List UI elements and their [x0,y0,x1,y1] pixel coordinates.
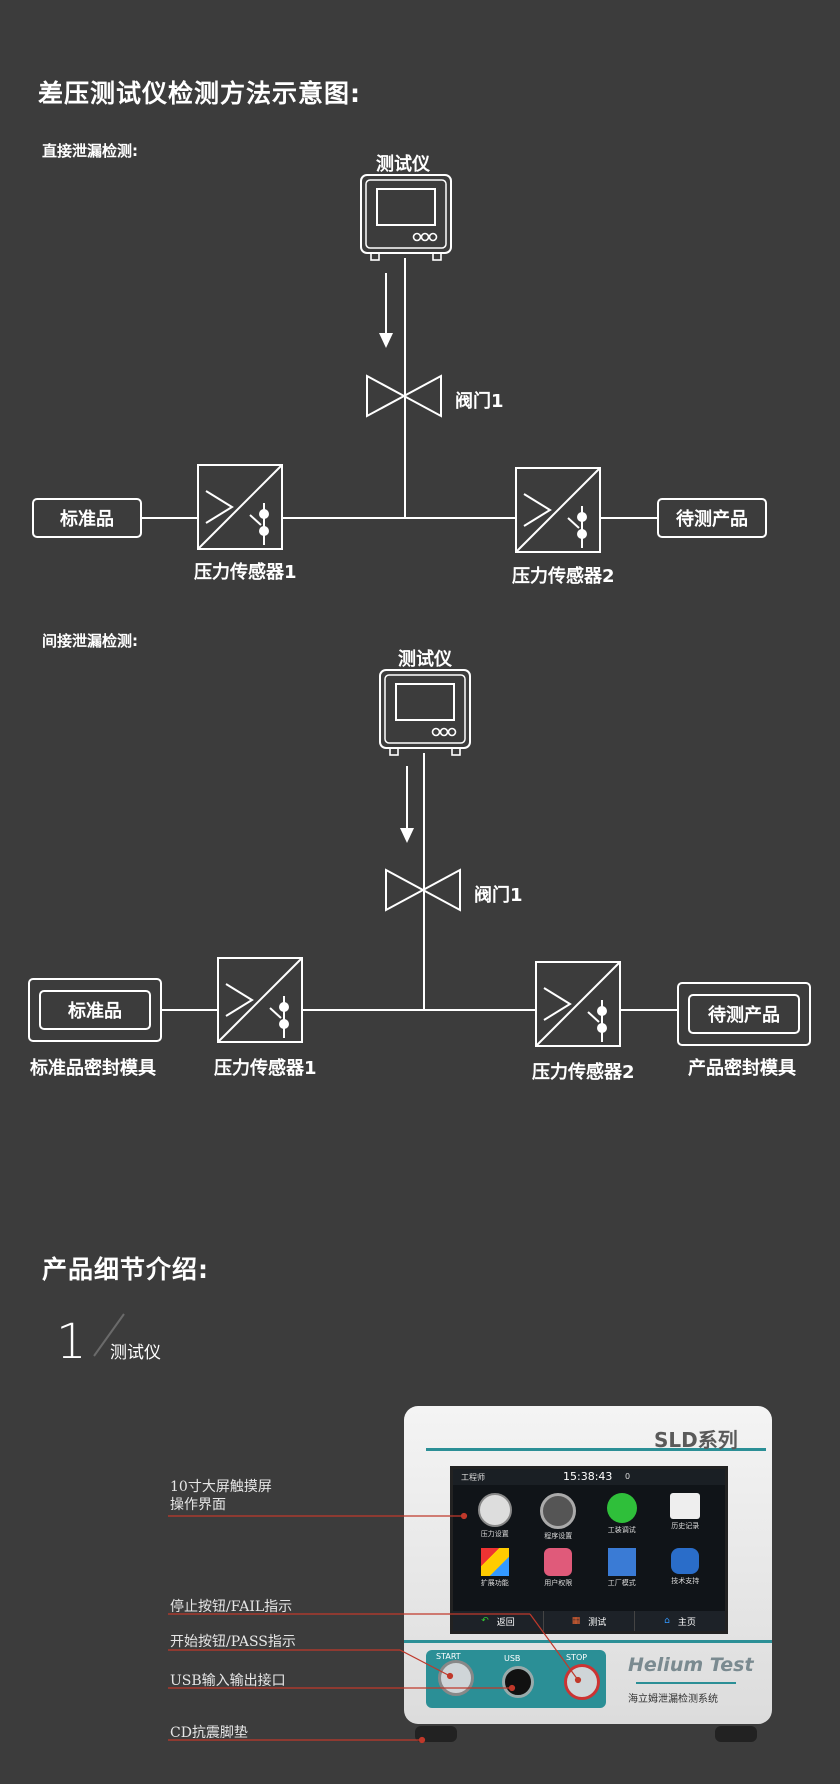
direct-sensor1-label: 压力传感器1 [194,562,297,583]
green-button-icon [606,1493,637,1523]
gear-icon [540,1493,577,1529]
screen-app-support[interactable]: 技术支持 [654,1548,718,1603]
screen-app-label: 历史记录 [671,1522,700,1530]
callout-start-button: 开始按钮/PASS指示 [170,1634,296,1650]
screen-app-users[interactable]: 用户权限 [527,1548,591,1603]
callout-feet: CD抗震脚垫 [170,1725,248,1741]
brand-subtitle: 海立姆泄漏检测系统 [628,1694,718,1705]
screen-status-bar: 工程师 15:38:43 0 [453,1469,725,1485]
screen-app-history[interactable]: 历史记录 [654,1493,718,1548]
chart-icon: ▦ [571,1616,581,1626]
indirect-sensor2-label: 压力传感器2 [532,1062,635,1083]
screen-app-factory[interactable]: 工厂模式 [590,1548,654,1603]
screen-time: 15:38:43 [563,1470,613,1483]
direct-title: 直接泄漏检测: [42,142,138,160]
home-label: 主页 [677,1617,696,1628]
number-slash-decoration [93,1313,125,1357]
home-icon: ⌂ [664,1616,670,1626]
page-heading: 差压测试仪检测方法示意图: [38,79,361,108]
callout-touchscreen: 10寸大屏触摸屏 操作界面 [170,1479,272,1513]
right-foot [715,1726,757,1742]
start-button[interactable] [438,1660,474,1696]
indirect-sensor1-label: 压力传感器1 [214,1058,317,1079]
indirect-standard-box: 标准品 [39,990,151,1030]
screen-bottom-bar: ↶ 返回 ▦ 测试 ⌂ 主页 [453,1611,725,1631]
direct-product-box: 待测产品 [657,498,767,538]
screen-app-pressure[interactable]: 压力设置 [463,1493,527,1548]
screen-icon-grid: 压力设置 程序设置 工装调试 历史记录 扩展功能 用户权限 [463,1493,717,1603]
indirect-standard-mold-label: 标准品密封模具 [30,1058,156,1079]
callout-stop-button: 停止按钮/FAIL指示 [170,1599,293,1615]
screen-counter: 0 [625,1472,631,1481]
screen-app-label: 用户权限 [544,1579,573,1587]
item-title: 测试仪 [110,1343,161,1363]
screen-app-label: 工装调试 [607,1526,636,1534]
indirect-tester-label: 测试仪 [398,649,452,670]
direct-valve-label: 阀门1 [455,391,504,412]
direct-tester-label: 测试仪 [376,154,430,175]
screen-home-button[interactable]: ⌂ 主页 [635,1611,725,1631]
puzzle-icon [480,1548,509,1576]
callout-usb-port: USB输入输出接口 [170,1673,286,1689]
screen-app-fixture[interactable]: 工装调试 [590,1493,654,1548]
screen-test-button[interactable]: ▦ 测试 [544,1611,635,1631]
indirect-title: 间接泄漏检测: [42,632,138,650]
screen-app-program[interactable]: 程序设置 [527,1493,591,1548]
indirect-product-mold-label: 产品密封模具 [688,1058,796,1079]
screen-app-label: 扩展功能 [480,1579,509,1587]
brand-name: Helium Test [628,1654,754,1676]
brand-swoosh [636,1682,736,1684]
indirect-product-box: 待测产品 [688,994,800,1034]
screen-app-label: 程序设置 [544,1532,573,1540]
device-accent-line [426,1448,766,1451]
usb-port[interactable] [502,1666,534,1698]
item-number: 1 [56,1314,87,1370]
back-label: 返回 [496,1617,515,1628]
screen-app-label: 压力设置 [480,1530,509,1538]
stop-label: STOP [566,1653,588,1662]
test-label: 测试 [588,1617,607,1628]
schematic-lines [140,174,678,1047]
box-icon [607,1548,636,1576]
left-foot [415,1726,457,1742]
screen-app-extend[interactable]: 扩展功能 [463,1548,527,1603]
phone-icon [671,1548,700,1574]
device-body: SLD系列 工程师 15:38:43 0 压力设置 程序设置 工装调试 历史记录 [404,1406,772,1724]
direct-standard-box: 标准品 [32,498,142,538]
printer-icon [670,1493,701,1519]
usb-label: USB [504,1654,521,1663]
fingerprint-icon [544,1548,573,1576]
start-label: START [436,1652,461,1661]
touch-screen[interactable]: 工程师 15:38:43 0 压力设置 程序设置 工装调试 历史记录 [450,1466,728,1634]
direct-sensor2-label: 压力传感器2 [512,566,615,587]
series-label: SLD系列 [654,1428,738,1452]
screen-app-label: 技术支持 [671,1577,700,1585]
screen-back-button[interactable]: ↶ 返回 [453,1611,544,1631]
device-accent-line-2 [404,1640,772,1643]
indirect-product-mold: 待测产品 [677,982,811,1046]
screen-user: 工程师 [461,1473,485,1482]
indirect-standard-mold: 标准品 [28,978,162,1042]
back-arrow-icon: ↶ [481,1616,489,1626]
screen-app-label: 工厂模式 [607,1579,636,1587]
product-heading: 产品细节介绍: [42,1255,209,1284]
gauge-icon [477,1493,512,1527]
indirect-valve-label: 阀门1 [474,885,523,906]
